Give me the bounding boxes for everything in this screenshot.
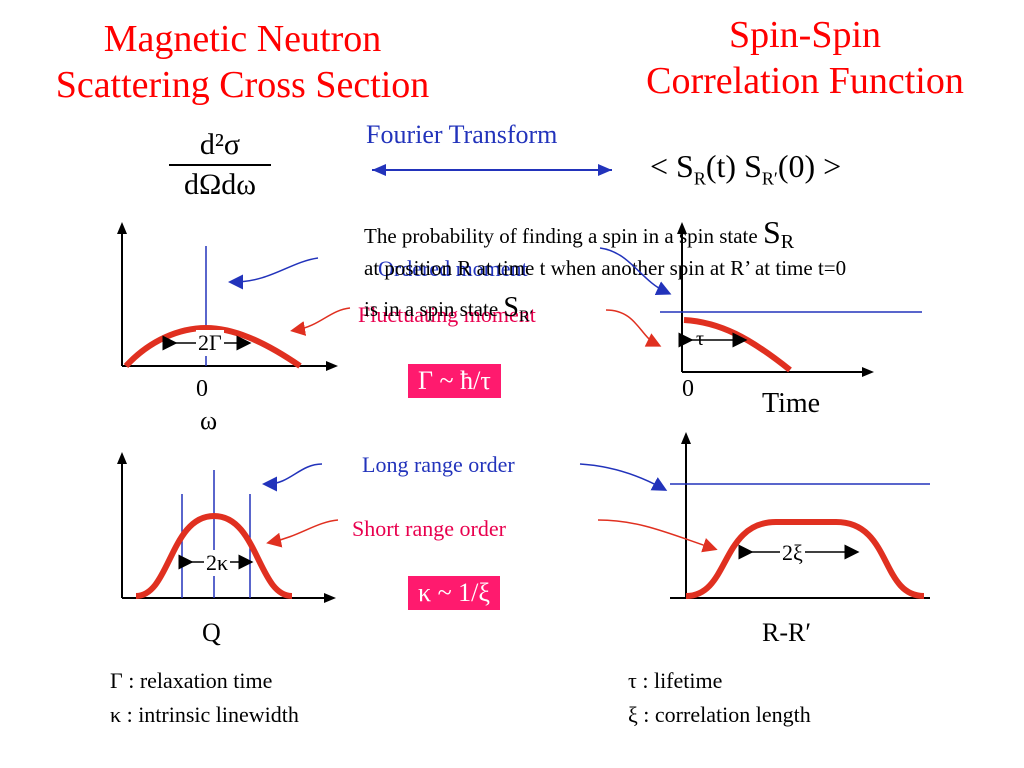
top-left-zero-label: 0: [196, 376, 208, 403]
legend-gamma: Γ : relaxation time: [110, 668, 272, 694]
bottom-right-axis-label: R-R′: [762, 618, 811, 648]
top-left-width-label: 2Γ: [196, 330, 224, 356]
long-range-pointer-left: [268, 464, 322, 484]
ordered-pointer-left: [234, 258, 318, 282]
bottom-right-width-label: 2ξ: [780, 540, 805, 566]
top-left-axis-label: ω: [200, 406, 217, 436]
fourier-double-arrow: [372, 164, 612, 176]
bottom-left-plot: [117, 452, 336, 603]
top-left-plot: [117, 222, 338, 371]
bottom-left-axis-label: Q: [202, 618, 221, 648]
legend-xi: ξ : correlation length: [628, 702, 811, 728]
fluctuating-pointer-left: [296, 308, 350, 330]
fluctuating-pointer-right: [606, 310, 656, 344]
top-right-axis-label: Time: [762, 388, 820, 420]
long-range-pointer-right: [580, 464, 662, 488]
short-range-pointer-left: [272, 520, 338, 542]
legend-tau: τ : lifetime: [628, 668, 722, 694]
top-right-tau-label: τ: [696, 328, 704, 351]
short-range-pointer-right: [598, 520, 712, 548]
bottom-right-plot: [670, 432, 930, 598]
top-right-zero-label: 0: [682, 376, 694, 403]
bottom-left-width-label: 2κ: [204, 550, 230, 576]
ordered-pointer-right: [600, 248, 666, 292]
legend-kappa: κ : intrinsic linewidth: [110, 702, 299, 728]
top-right-plot: [660, 222, 922, 377]
